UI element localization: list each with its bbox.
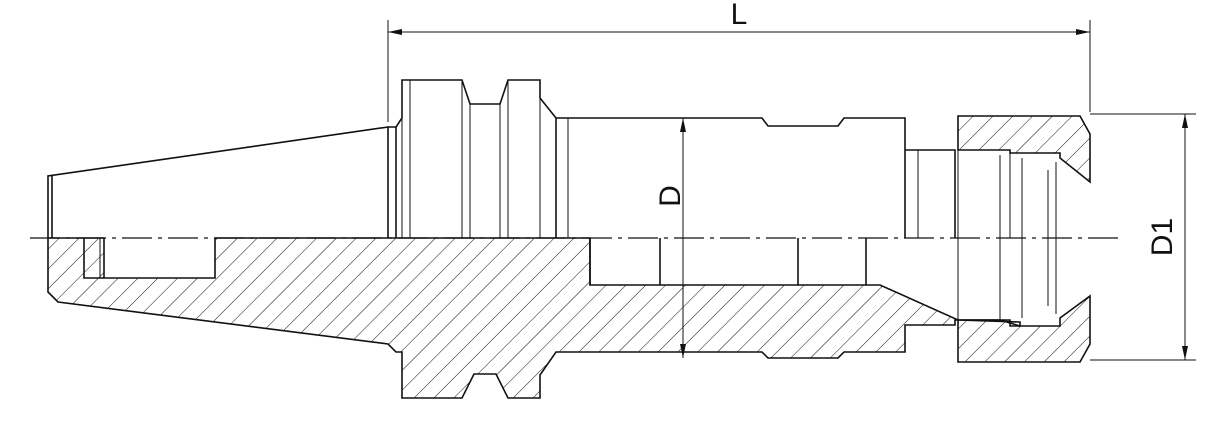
dimension-d-label: D: [654, 185, 687, 207]
dimension-d1-label: D1: [1146, 218, 1179, 256]
dimension-d: D: [654, 118, 687, 358]
dimension-d1: D1: [1090, 113, 1196, 361]
upper-half-outline: [47, 79, 1091, 238]
dimension-l-label: L: [731, 0, 748, 31]
lower-half-section: [47, 237, 1091, 399]
dimension-l: L: [387, 0, 1091, 122]
